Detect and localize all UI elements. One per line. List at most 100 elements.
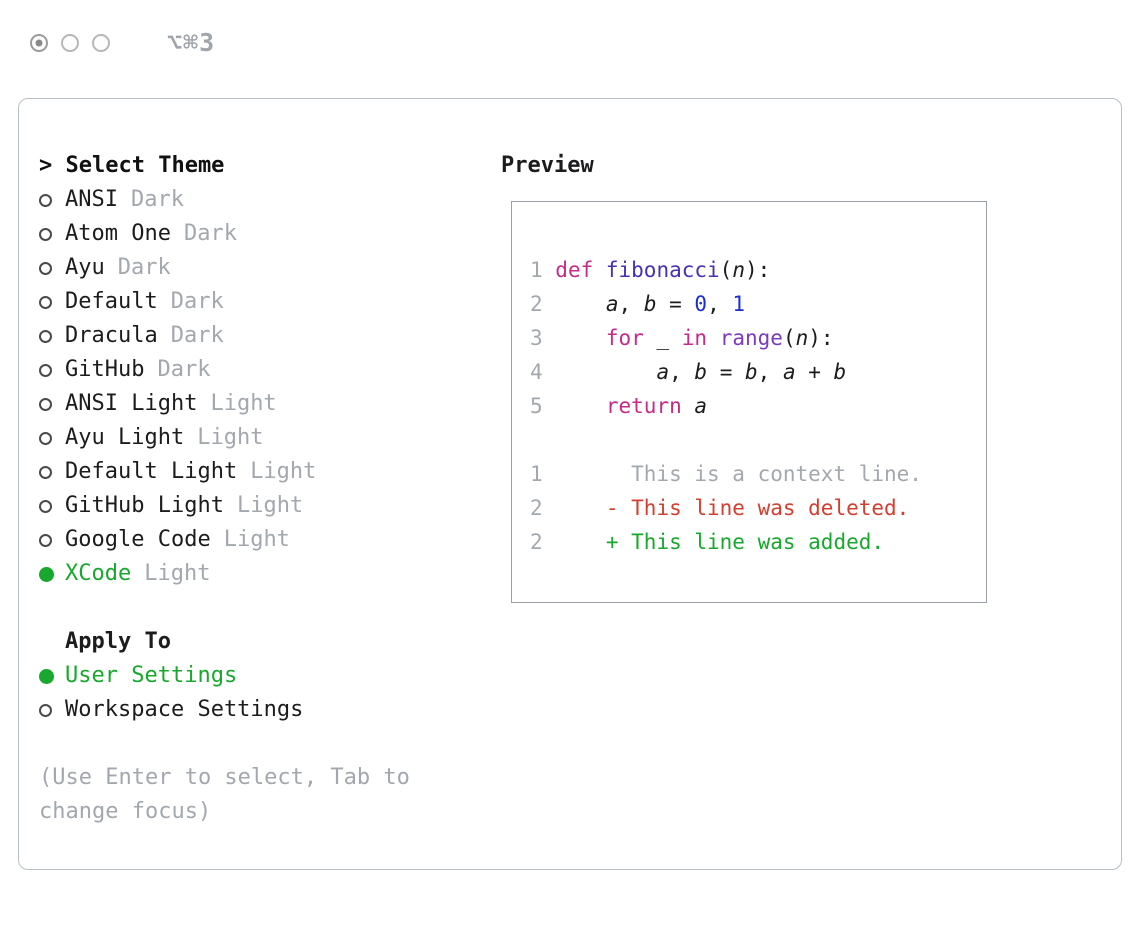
code-token <box>555 360 656 384</box>
apply-option-label: User Settings <box>65 663 238 688</box>
theme-name: ANSI <box>65 187 118 212</box>
radio-icon <box>39 499 52 513</box>
titlebar: ⌥⌘3 <box>30 28 215 57</box>
code-token: 5 <box>530 394 556 418</box>
code-token: b <box>643 292 657 316</box>
code-token: + <box>795 360 834 384</box>
code-token: ): <box>744 258 771 282</box>
radio-icon <box>39 295 52 309</box>
code-line-8: 2 - This line was deleted. <box>530 491 986 525</box>
code-token: n <box>732 258 745 282</box>
theme-variant: Dark <box>170 289 224 314</box>
code-line-2: 2 a, b = 0, 1 <box>530 287 986 321</box>
code-token: b <box>745 360 758 384</box>
help-text: (Use Enter to select, Tab to change focu… <box>39 765 410 824</box>
code-token: in <box>681 326 708 350</box>
apply-option-workspace-settings[interactable]: Workspace Settings <box>39 693 489 727</box>
radio-selected-icon <box>39 566 54 582</box>
code-token: 1 <box>732 292 746 316</box>
code-token: ( <box>782 326 796 350</box>
theme-option-github[interactable]: GitHub Dark <box>39 353 489 387</box>
theme-name: Google Code <box>65 527 211 552</box>
code-token: range <box>719 326 783 350</box>
theme-name: Ayu Light <box>65 425 185 450</box>
code-token: def <box>555 258 606 282</box>
theme-variant: Dark <box>183 221 237 246</box>
radio-icon <box>39 431 52 445</box>
theme-name: Default <box>65 289 158 314</box>
code-token: a <box>605 292 619 316</box>
apply-option-user-settings[interactable]: User Settings <box>39 659 489 693</box>
theme-variant: Light <box>223 527 290 552</box>
code-token: a <box>694 394 708 418</box>
code-token: for <box>605 326 644 350</box>
theme-option-ayu-light[interactable]: Ayu Light Light <box>39 421 489 455</box>
window-control-close[interactable] <box>30 33 48 52</box>
theme-name: ANSI Light <box>65 391 198 416</box>
theme-name: Default Light <box>65 459 238 484</box>
theme-variant: Light <box>197 425 264 450</box>
code-token: 1 <box>530 258 556 282</box>
theme-variant: Light <box>210 391 277 416</box>
theme-variant: Light <box>144 561 211 586</box>
window-control-minimize[interactable] <box>61 33 79 52</box>
code-token: b <box>694 360 708 384</box>
code-line-5: 5 return a <box>530 389 986 423</box>
theme-option-xcode[interactable]: XCode Light <box>39 557 489 591</box>
theme-name: Dracula <box>65 323 158 348</box>
theme-variant: Dark <box>157 357 211 382</box>
code-token <box>555 394 606 418</box>
radio-icon <box>39 533 52 547</box>
theme-option-default[interactable]: Default Dark <box>39 285 489 319</box>
theme-name: GitHub Light <box>65 493 224 518</box>
code-token: , <box>707 292 733 316</box>
theme-option-ansi[interactable]: ANSI Dark <box>39 183 489 217</box>
theme-option-google-code[interactable]: Google Code Light <box>39 523 489 557</box>
code-token: + This line was added. <box>605 530 885 554</box>
code-token: 0 <box>694 292 708 316</box>
code-token: ): <box>808 326 834 350</box>
code-token <box>669 326 682 350</box>
theme-variant: Light <box>236 493 304 518</box>
radio-selected-icon <box>39 668 54 684</box>
window-control-zoom[interactable] <box>92 33 110 52</box>
code-token <box>682 394 695 418</box>
code-token: This is a context line. <box>631 462 922 486</box>
theme-name: GitHub <box>65 357 145 382</box>
code-token <box>555 496 606 520</box>
code-token: fibonacci <box>605 258 720 282</box>
code-line-4: 4 a, b = b, a + b <box>530 355 986 389</box>
code-token <box>555 292 606 316</box>
code-token: , <box>669 360 695 384</box>
code-line-3: 3 for _ in range(n): <box>530 321 986 355</box>
radio-icon <box>39 703 52 717</box>
theme-option-dracula[interactable]: Dracula Dark <box>39 319 489 353</box>
code-token <box>555 530 606 554</box>
theme-option-ansi-light[interactable]: ANSI Light Light <box>39 387 489 421</box>
code-token: a <box>782 360 796 384</box>
code-token: ( <box>719 258 733 282</box>
code-line-6 <box>530 423 986 457</box>
code-token: 4 <box>530 360 556 384</box>
theme-variant: Dark <box>170 323 224 348</box>
window-control-dot-icon <box>35 39 43 46</box>
code-token <box>555 462 631 486</box>
theme-variant: Dark <box>130 187 184 212</box>
code-token: _ <box>656 326 670 350</box>
radio-icon <box>39 397 52 411</box>
code-line-1: 1 def fibonacci(n): <box>530 253 986 287</box>
code-token: return <box>605 394 682 418</box>
code-token: = <box>656 292 695 316</box>
theme-name: Ayu <box>65 255 105 280</box>
code-token: b <box>833 360 847 384</box>
code-token: 3 <box>530 326 556 350</box>
theme-name: XCode <box>65 561 132 586</box>
radio-icon <box>39 329 52 343</box>
code-line-9: 2 + This line was added. <box>530 525 986 559</box>
theme-option-github-light[interactable]: GitHub Light Light <box>39 489 489 523</box>
code-token <box>644 326 657 350</box>
